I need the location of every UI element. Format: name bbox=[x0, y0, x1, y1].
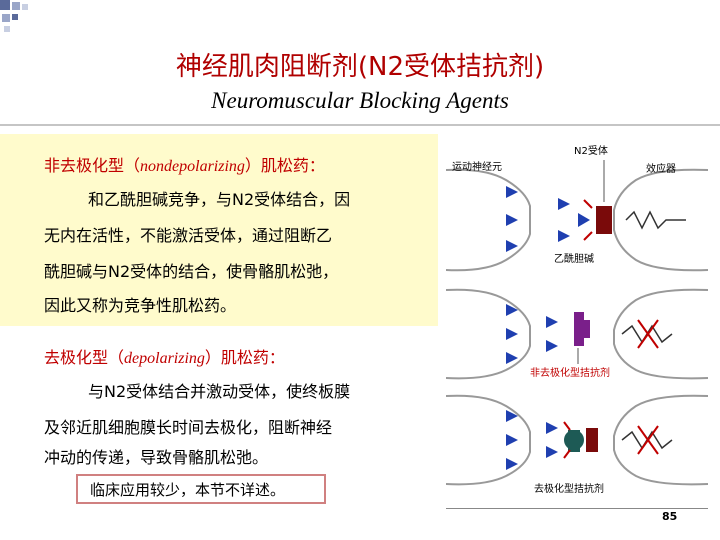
nondepolarizing-line-3: 酰胆碱与N2受体的结合，使骨骼肌松弛， bbox=[44, 258, 338, 282]
page-subtitle: Neuromuscular Blocking Agents bbox=[0, 88, 720, 114]
depolarizing-line-2: 及邻近肌细胞膜长时间去极化，阻断神经 bbox=[44, 414, 332, 438]
footer-divider bbox=[446, 508, 708, 509]
nondepolarizing-line-4: 因此又称为竞争性肌松药。 bbox=[44, 292, 236, 316]
depolarizing-heading: 去极化型（depolarizing）肌松药： bbox=[44, 344, 285, 368]
corner-decoration bbox=[0, 0, 60, 40]
page-title: 神经肌肉阻断剂(N2受体拮抗剂) bbox=[0, 46, 720, 83]
panel-depolarizing bbox=[446, 396, 708, 485]
label-depolarizing: 去极化型拮抗剂 bbox=[534, 482, 604, 495]
label-receptor: N2受体 bbox=[574, 145, 608, 157]
nondepolarizing-line-2: 无内在活性，不能激活受体，通过阻断乙 bbox=[44, 222, 332, 246]
panel-nondepolarizing bbox=[446, 290, 708, 379]
nondepolarizing-heading: 非去极化型（nondepolarizing）肌松药： bbox=[44, 152, 325, 176]
label-ach: 乙酰胆碱 bbox=[554, 252, 594, 265]
note-text: 临床应用较少，本节不详述。 bbox=[90, 479, 285, 500]
label-effector: 效应器 bbox=[646, 162, 676, 175]
label-nondepolarizing: 非去极化型拮抗剂 bbox=[530, 366, 610, 379]
page-number: 85 bbox=[662, 510, 677, 523]
nondepolarizing-line-1: 和乙酰胆碱竞争，与N2受体结合，因 bbox=[88, 186, 350, 210]
depolarizing-line-1: 与N2受体结合并激动受体，使终板膜 bbox=[88, 378, 350, 402]
depolarizing-line-3: 冲动的传递，导致骨骼肌松弛。 bbox=[44, 444, 268, 468]
receptor-icon bbox=[596, 206, 612, 234]
synapse-diagram: N2受体 运动神经元 效应器 乙酰胆碱 非去极化型拮抗剂 去 bbox=[446, 140, 708, 510]
label-nerve: 运动神经元 bbox=[452, 160, 502, 173]
title-divider bbox=[0, 124, 720, 126]
